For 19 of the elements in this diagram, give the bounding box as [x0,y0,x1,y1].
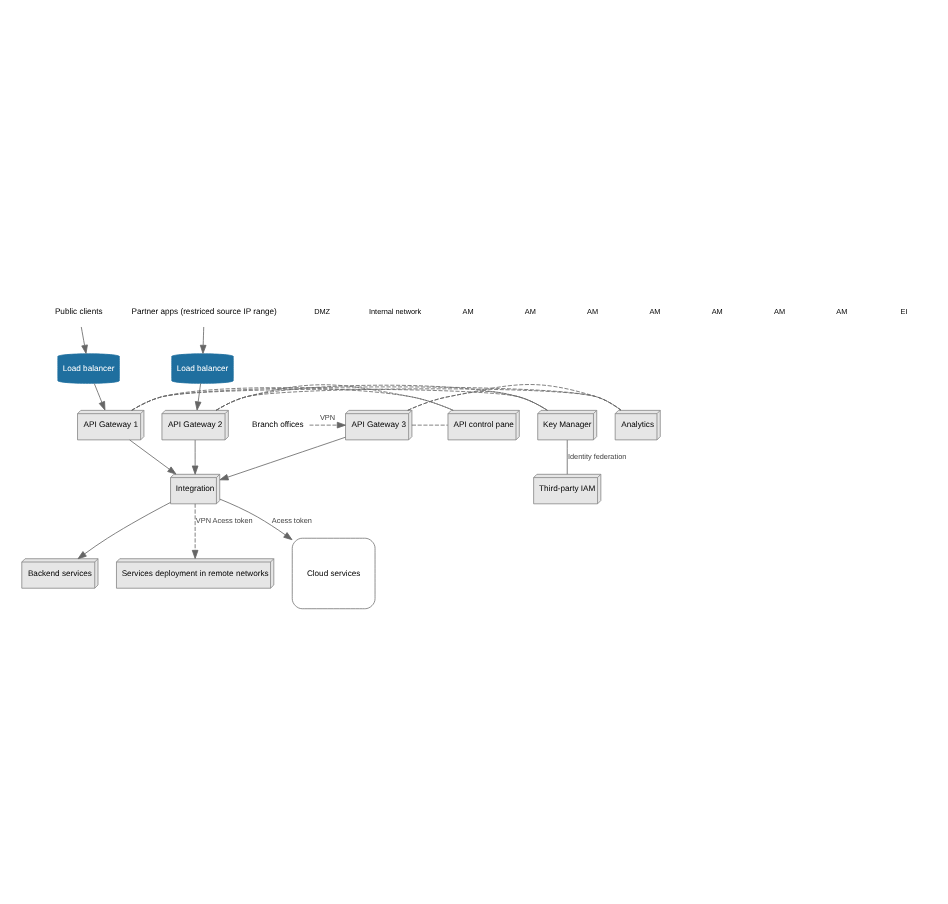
arrow [219,435,346,480]
arrow [191,438,199,474]
connector [131,385,622,410]
arrow [93,382,106,410]
arrow [129,438,177,474]
connector [215,383,454,410]
connector [215,383,548,410]
arrow [219,497,293,540]
connector [407,390,548,410]
connector [566,438,568,474]
arrow [194,382,202,410]
connector [407,383,622,410]
arrow [199,325,207,353]
arrow [191,502,199,558]
connector [411,423,449,425]
connector [131,387,548,410]
arrow [309,420,346,428]
arrow [77,501,171,559]
arrow [80,325,88,353]
